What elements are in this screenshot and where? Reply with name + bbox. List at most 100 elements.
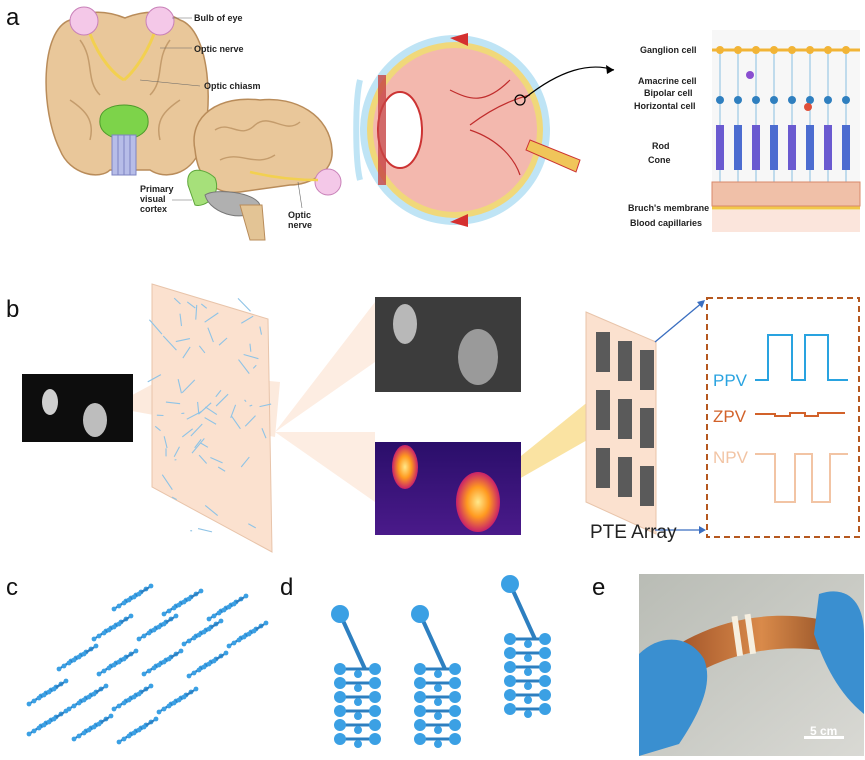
bipolar-cell [806,96,814,104]
mesh-fiber [259,403,272,408]
molecular-stacks-c [26,583,269,745]
molecule-atom [176,602,182,608]
chain-atom [449,663,461,675]
bipolar-cell [734,96,742,104]
mesh-fiber [197,401,200,415]
molecule-atom [66,660,72,666]
mesh-fiber [195,304,198,320]
mesh-fiber [237,297,251,312]
mesh-fiber [186,301,196,309]
molecule-atom [153,716,159,722]
mesh-fiber [194,439,202,449]
mesh-fiber [217,466,226,472]
molecule-atom [46,719,52,725]
label-cone: Cone [648,155,671,165]
molecule-bond [123,650,137,660]
molecule-atom [101,630,107,636]
mesh-fiber [215,389,222,398]
mesh-fiber [259,326,263,335]
photoreceptor [734,125,742,170]
mesh-fiber [243,353,259,360]
mesh-fiber [204,417,217,425]
molecule-atom [211,613,217,619]
molecule-atom [126,697,132,703]
molecule-atom [31,728,37,734]
label-primary-visual-cortex: Primary visual cortex [140,184,174,214]
chain-atom [369,733,381,745]
mesh-fiber [238,359,250,374]
molecule-atom [161,659,167,665]
molecule-atom [156,662,162,668]
molecule-atom [96,671,102,677]
molecule-atom [223,650,229,656]
pte-pixel [618,457,632,497]
molecule-atom [51,686,57,692]
mesh-fiber [198,454,208,464]
molecule-atom [76,733,82,739]
molecule-atom [178,648,184,654]
label-ppv: PPV [713,371,748,390]
photoreceptor [752,125,760,170]
mesh-fiber [204,505,219,516]
molecule-atom [206,661,212,667]
label-bruchs-membrane: Bruch's membrane [628,203,710,213]
chain-atom [504,689,516,701]
molecule-atom [181,694,187,700]
molecule-atom [131,730,137,736]
molecule-atom [171,605,177,611]
label-bipolar-cell: Bipolar cell [644,88,693,98]
molecule-bond [168,650,182,660]
molecule-atom [231,640,237,646]
molecule-bond [93,685,107,695]
photoreceptor [788,125,796,170]
molecule-atom [26,701,32,707]
mesh-fiber [147,374,162,383]
photoreceptor [770,125,778,170]
molecule-atom [71,736,77,742]
chain-atom [411,605,429,623]
molecule-atom [86,694,92,700]
molecule-atom [116,603,122,609]
mesh-fiber [249,404,253,407]
molecule-atom [206,626,212,632]
chain-atom [354,740,362,748]
molecule-bond [233,595,247,605]
molecule-bond [53,710,67,720]
label-horizontal-cell: Horizontal cell [634,101,696,111]
molecule-atom [56,666,62,672]
chain-atom [334,663,346,675]
molecule-atom [136,691,142,697]
chain-atom [354,726,362,734]
molecule-bond [143,718,157,728]
molecule-bond [98,715,112,725]
chain-atom [414,691,426,703]
mesh-fiber [230,404,237,418]
chain-atom [504,675,516,687]
molecule-atom [76,700,82,706]
chain-atom [504,633,516,645]
pte-pixel [640,350,654,390]
bipolar-cell [752,96,760,104]
chain-atom [524,668,532,676]
eye-cross-section [353,33,615,227]
chain-atom [414,663,426,675]
mesh-fiber [218,337,228,346]
bipolar-cell [788,96,796,104]
molecule-atom [151,627,157,633]
molecule-atom [133,648,139,654]
molecule-atom [166,656,172,662]
chain-atom [539,647,551,659]
chain-atom [449,719,461,731]
molecule-atom [193,686,199,692]
mesh-fiber [207,327,214,343]
horizontal-cell [804,103,812,111]
brain-illustration [45,6,342,241]
mesh-fiber [171,496,177,501]
molecule-bond [163,615,177,625]
molecule-bond [183,688,197,698]
molecule-atom [46,689,52,695]
molecule-atom [131,694,137,700]
chain-bond [508,583,537,640]
label-optic-chiasm: Optic chiasm [204,81,261,91]
molecule-atom [226,643,232,649]
